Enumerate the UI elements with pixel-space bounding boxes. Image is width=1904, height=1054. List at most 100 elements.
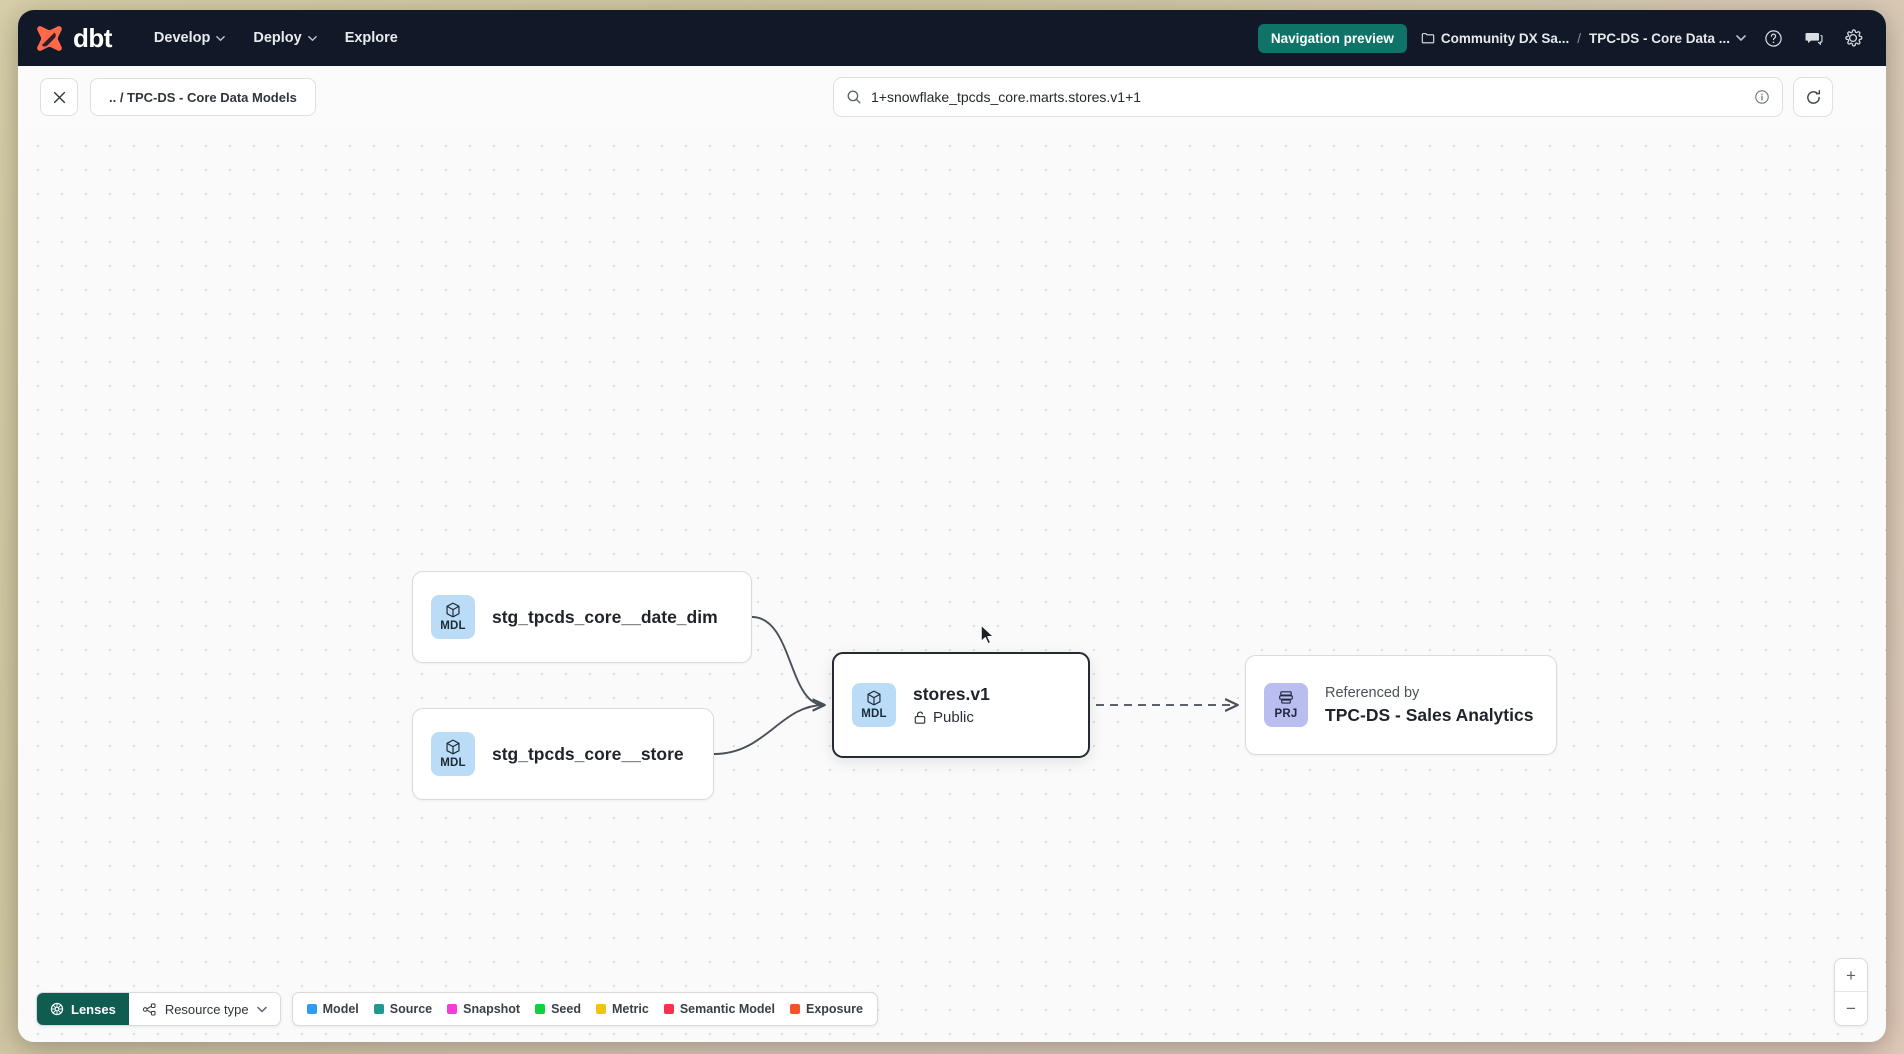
project-breadcrumb-pill[interactable]: .. / TPC-DS - Core Data Models bbox=[90, 78, 316, 116]
chevron-down-icon bbox=[1736, 35, 1746, 41]
legend-swatch bbox=[663, 1004, 674, 1014]
feedback-button[interactable] bbox=[1800, 25, 1826, 51]
close-icon bbox=[53, 91, 65, 103]
node-text-group: stg_tpcds_core__date_dim bbox=[492, 607, 718, 628]
toolbar-left-group: .. / TPC-DS - Core Data Models bbox=[40, 78, 316, 116]
legend-label: Snapshot bbox=[463, 1002, 521, 1016]
node-title: stg_tpcds_core__store bbox=[492, 743, 684, 764]
folder-icon bbox=[1421, 33, 1435, 44]
legend-swatch bbox=[535, 1004, 546, 1014]
search-input[interactable] bbox=[871, 89, 1745, 105]
refresh-lineage-button[interactable] bbox=[1793, 77, 1833, 117]
top-navbar: dbt Develop Deploy Explore Navigation pr… bbox=[18, 10, 1886, 66]
breadcrumb-project[interactable]: TPC-DS - Core Data ... bbox=[1589, 31, 1746, 46]
lineage-graph-canvas[interactable]: MDL stg_tpcds_core__date_dim MDL stg_tpc… bbox=[18, 128, 1886, 1042]
dbt-logo[interactable]: dbt bbox=[34, 23, 112, 53]
lineage-toolbar: .. / TPC-DS - Core Data Models bbox=[18, 66, 1886, 128]
node-badge-abbr: MDL bbox=[861, 708, 887, 721]
lineage-edges bbox=[713, 616, 1886, 755]
legend-item-seed: Seed bbox=[535, 1002, 581, 1016]
unlock-icon bbox=[914, 711, 926, 724]
legend-label: Semantic Model bbox=[679, 1002, 775, 1016]
node-text-group: Referenced by TPC-DS - Sales Analytics bbox=[1325, 685, 1533, 726]
node-badge-abbr: PRJ bbox=[1274, 708, 1298, 721]
dbt-x-logo-icon bbox=[37, 26, 62, 51]
node-graph-icon bbox=[142, 1002, 156, 1016]
legend-item-source: Source bbox=[373, 1002, 433, 1016]
chevron-down-icon bbox=[256, 1006, 267, 1012]
lineage-node-stg-date-dim[interactable]: MDL stg_tpcds_core__date_dim bbox=[412, 571, 752, 663]
navbar-right-group: Navigation preview Community DX Sa... / … bbox=[1257, 23, 1866, 53]
dbt-explore-window: dbt Develop Deploy Explore Navigation pr… bbox=[18, 10, 1886, 1042]
breadcrumb-account[interactable]: Community DX Sa... bbox=[1421, 31, 1569, 46]
legend-item-metric: Metric bbox=[595, 1002, 649, 1016]
edge-store-to-stores bbox=[713, 705, 824, 755]
node-subtitle: Referenced by bbox=[1325, 684, 1420, 701]
legend-swatch bbox=[306, 1004, 317, 1014]
legend-swatch bbox=[595, 1004, 606, 1014]
database-stack-icon bbox=[1279, 691, 1293, 704]
lenses-button[interactable]: Lenses bbox=[37, 993, 129, 1025]
legend-label: Model bbox=[322, 1002, 359, 1016]
node-text-group: stg_tpcds_core__store bbox=[492, 744, 684, 765]
legend-swatch bbox=[373, 1004, 384, 1014]
legend-item-semantic-model: Semantic Model bbox=[663, 1002, 775, 1016]
legend-label: Source bbox=[389, 1002, 433, 1016]
breadcrumb-account-label: Community DX Sa... bbox=[1440, 30, 1570, 46]
node-badge-abbr: MDL bbox=[440, 757, 466, 770]
breadcrumb-project-label: TPC-DS - Core Data ... bbox=[1588, 30, 1730, 46]
node-badge-model: MDL bbox=[431, 595, 475, 639]
node-badge-model: MDL bbox=[431, 732, 475, 776]
info-circle-icon[interactable] bbox=[1754, 89, 1770, 105]
legend-item-snapshot: Snapshot bbox=[447, 1002, 520, 1016]
resource-type-label: Resource type bbox=[164, 1001, 249, 1017]
cube-icon bbox=[446, 602, 460, 618]
chevron-down-icon bbox=[216, 35, 226, 41]
nav-link-deploy-label: Deploy bbox=[253, 30, 302, 46]
lineage-node-stores-v1[interactable]: MDL stores.v1 Public bbox=[832, 652, 1090, 758]
edge-date-dim-to-stores bbox=[751, 616, 824, 705]
navigation-preview-button[interactable]: Navigation preview bbox=[1257, 23, 1407, 53]
node-access-row: Public bbox=[913, 709, 990, 726]
help-button[interactable] bbox=[1760, 25, 1786, 51]
zoom-out-button[interactable]: − bbox=[1846, 999, 1856, 1018]
close-lineage-button[interactable] bbox=[40, 78, 78, 116]
settings-button[interactable] bbox=[1840, 25, 1866, 51]
resource-type-button[interactable]: Resource type bbox=[128, 993, 280, 1025]
legend-label: Exposure bbox=[805, 1002, 863, 1016]
node-title: stores.v1 bbox=[913, 684, 990, 704]
nav-link-explore[interactable]: Explore bbox=[333, 22, 410, 54]
legend-swatch bbox=[789, 1004, 800, 1014]
zoom-in-button[interactable]: + bbox=[1835, 959, 1867, 992]
chevron-down-icon bbox=[307, 35, 317, 41]
node-title: stg_tpcds_core__date_dim bbox=[492, 606, 718, 627]
gear-icon bbox=[1845, 29, 1863, 47]
lenses-label: Lenses bbox=[71, 1001, 116, 1017]
lineage-search-field[interactable] bbox=[833, 77, 1783, 117]
mouse-cursor bbox=[980, 624, 994, 645]
search-icon bbox=[847, 90, 861, 104]
lens-globe-icon bbox=[50, 1002, 64, 1016]
lineage-node-stg-store[interactable]: MDL stg_tpcds_core__store bbox=[412, 708, 714, 800]
lineage-node-referenced-project[interactable]: PRJ Referenced by TPC-DS - Sales Analyti… bbox=[1245, 655, 1557, 755]
legend-item-model: Model bbox=[306, 1002, 359, 1016]
nav-link-develop-label: Develop bbox=[153, 30, 211, 46]
nav-link-develop[interactable]: Develop bbox=[142, 22, 237, 54]
lenses-control-group: Lenses Resource type bbox=[36, 992, 281, 1026]
feedback-chat-icon bbox=[1805, 32, 1823, 45]
cube-icon bbox=[867, 690, 881, 706]
node-text-group: stores.v1 Public bbox=[913, 684, 990, 726]
node-badge-model: MDL bbox=[852, 683, 896, 727]
navbar-breadcrumb: Community DX Sa... / TPC-DS - Core Data … bbox=[1421, 31, 1746, 46]
toolbar-center-group bbox=[833, 77, 1833, 117]
node-title: TPC-DS - Sales Analytics bbox=[1325, 704, 1534, 725]
legend-swatch bbox=[447, 1004, 458, 1014]
brand-wordmark: dbt bbox=[73, 23, 112, 53]
node-access-label: Public bbox=[933, 709, 974, 726]
nav-link-deploy[interactable]: Deploy bbox=[241, 22, 328, 54]
main-nav-links: Develop Deploy Explore bbox=[142, 22, 410, 54]
resource-type-legend: Model Source Snapshot Seed Metric bbox=[291, 992, 878, 1026]
graph-bottom-bar: Lenses Resource type bbox=[36, 992, 878, 1026]
legend-label: Seed bbox=[551, 1002, 581, 1016]
zoom-controls: + − bbox=[1834, 958, 1868, 1026]
